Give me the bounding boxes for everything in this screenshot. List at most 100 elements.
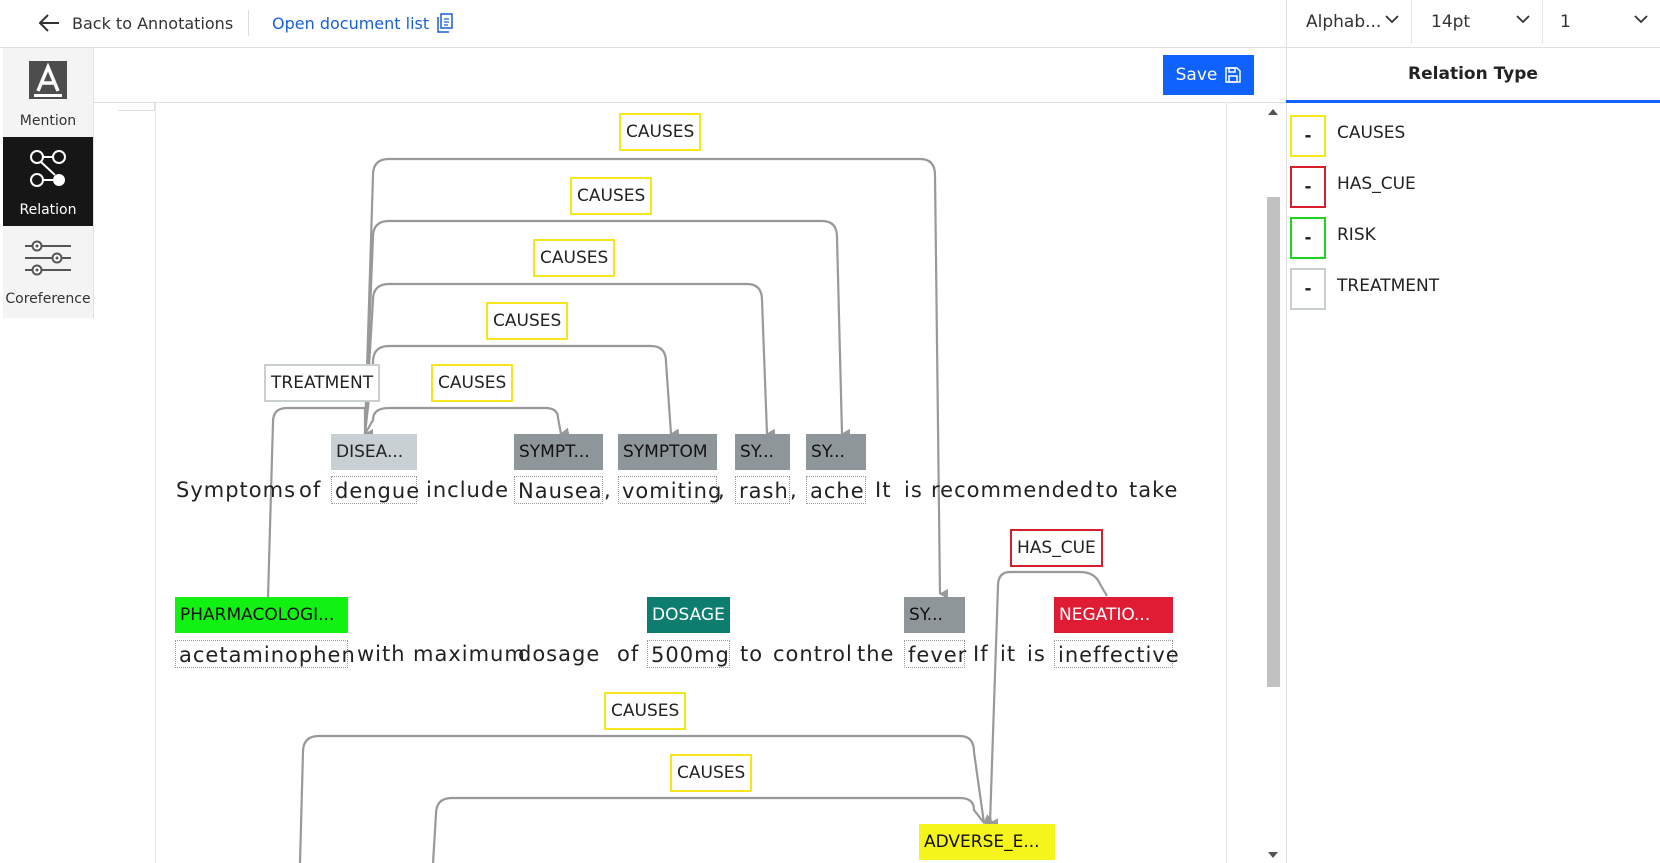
token[interactable]: of xyxy=(299,478,322,502)
relation-label-causes[interactable]: CAUSES xyxy=(431,364,514,402)
token[interactable]: is xyxy=(904,478,923,502)
view-controls xyxy=(1286,0,1660,48)
token[interactable]: It xyxy=(875,478,892,502)
relation-count-badge: - xyxy=(1290,115,1326,157)
token[interactable]: control xyxy=(773,642,853,666)
relation-arc xyxy=(364,406,570,438)
sliders-icon xyxy=(25,240,71,276)
relation-arc xyxy=(266,406,373,599)
token[interactable]: is xyxy=(1027,642,1046,666)
token[interactable]: it xyxy=(1000,642,1017,666)
panel-title: Relation Type xyxy=(1408,64,1538,84)
token[interactable]: include xyxy=(426,478,510,502)
tool-rail: Mention Relation Coreference xyxy=(3,48,94,318)
back-to-annotations-link[interactable]: Back to Annotations xyxy=(38,12,233,34)
entity-tag-dosage[interactable]: DOSAGE xyxy=(647,597,730,633)
token[interactable]: take xyxy=(1129,478,1179,502)
token: , xyxy=(604,478,612,502)
token[interactable]: the xyxy=(857,642,895,666)
token[interactable]: recommended xyxy=(931,478,1095,502)
token[interactable]: to xyxy=(740,642,764,666)
token[interactable]: dosage xyxy=(518,642,601,666)
token[interactable]: maximum xyxy=(413,642,526,666)
scrollbar-thumb[interactable] xyxy=(1267,197,1280,687)
relation-type-label: TREATMENT xyxy=(1337,276,1440,296)
tool-coreference[interactable]: Coreference xyxy=(3,226,93,315)
relation-label-causes[interactable]: CAUSES xyxy=(486,302,569,340)
page-select-value: 1 xyxy=(1560,12,1571,32)
scroll-down-icon[interactable] xyxy=(1268,851,1278,859)
entity-tag-negation[interactable]: NEGATIO... xyxy=(1054,597,1173,633)
entity-tag-symptom[interactable]: SY... xyxy=(806,434,866,470)
entity-tag-symptom[interactable]: SYMPTOM xyxy=(618,434,717,470)
relation-type-has-cue[interactable]: - HAS_CUE xyxy=(1290,162,1660,210)
relation-label-causes[interactable]: CAUSES xyxy=(570,177,653,215)
back-label: Back to Annotations xyxy=(72,13,234,33)
sort-select[interactable]: Alphab... xyxy=(1287,0,1412,44)
token[interactable]: If xyxy=(973,642,989,666)
entity-tag-pharmacologic[interactable]: PHARMACOLOGI... xyxy=(175,597,348,633)
entity-token[interactable]: ache xyxy=(806,476,866,504)
relation-type-causes[interactable]: - CAUSES xyxy=(1290,111,1660,159)
font-size-select[interactable]: 14pt xyxy=(1412,0,1543,44)
relation-label-causes[interactable]: CAUSES xyxy=(604,692,687,730)
relation-label-treatment[interactable]: TREATMENT xyxy=(264,364,381,402)
entity-tag-symptom[interactable]: SYMPT... xyxy=(514,434,603,470)
relation-label-has-cue[interactable]: HAS_CUE xyxy=(1010,529,1103,567)
relation-arc xyxy=(363,344,680,439)
scroll-up-icon[interactable] xyxy=(1268,108,1278,116)
relation-arc xyxy=(431,796,994,863)
entity-tag-symptom[interactable]: SY... xyxy=(904,597,965,633)
entity-token[interactable]: dengue xyxy=(331,476,419,504)
token[interactable]: with xyxy=(357,642,406,666)
chevron-down-icon xyxy=(1385,15,1399,24)
relation-arc xyxy=(988,570,1108,829)
tool-mention-label: Mention xyxy=(19,113,77,129)
relation-label-causes[interactable]: CAUSES xyxy=(670,754,753,792)
open-list-label: Open document list xyxy=(272,13,430,33)
divider xyxy=(248,10,249,36)
entity-tag-symptom[interactable]: SY... xyxy=(735,434,790,470)
entity-token[interactable]: Nausea xyxy=(514,476,603,504)
token: , xyxy=(718,478,726,502)
entity-token[interactable]: ineffective xyxy=(1054,640,1179,668)
relation-type-label: HAS_CUE xyxy=(1337,174,1416,194)
entity-token[interactable]: rash xyxy=(735,476,790,504)
arrow-left-icon xyxy=(38,14,59,32)
token[interactable]: to xyxy=(1096,478,1120,502)
relation-type-risk[interactable]: - RISK xyxy=(1290,213,1660,261)
mention-icon xyxy=(29,61,67,99)
token[interactable]: of xyxy=(617,642,640,666)
page-select[interactable]: 1 xyxy=(1543,0,1660,44)
entity-token[interactable]: acetaminophen xyxy=(175,640,355,668)
entity-token[interactable]: vomiting xyxy=(618,476,721,504)
top-bar xyxy=(0,0,1286,48)
save-button[interactable]: Save xyxy=(1163,55,1254,95)
document-border xyxy=(1226,102,1227,863)
gutter-marker xyxy=(118,102,155,111)
relation-label-causes[interactable]: CAUSES xyxy=(619,113,702,151)
token[interactable]: Symptoms xyxy=(176,478,297,502)
relation-icon xyxy=(30,150,66,187)
tool-coreference-label: Coreference xyxy=(5,291,91,307)
relation-label-causes[interactable]: CAUSES xyxy=(533,239,616,277)
relation-type-panel xyxy=(1286,48,1660,863)
entity-token[interactable]: fever xyxy=(904,640,966,668)
relation-type-label: RISK xyxy=(1337,225,1376,245)
entity-tag-adverse-event[interactable]: ADVERSE_E... xyxy=(919,824,1055,860)
open-document-list-link[interactable]: Open document list xyxy=(272,12,453,34)
relation-arc xyxy=(363,219,851,439)
editor-toolbar xyxy=(93,48,1286,103)
relation-arc xyxy=(298,734,993,863)
relation-type-treatment[interactable]: - TREATMENT xyxy=(1290,264,1660,312)
relation-arc xyxy=(363,282,776,439)
entity-token[interactable]: 500mg xyxy=(647,640,730,668)
tool-relation[interactable]: Relation xyxy=(3,137,93,226)
document-list-icon xyxy=(437,13,453,33)
entity-tag-disease[interactable]: DISEA... xyxy=(331,434,417,470)
tool-mention[interactable]: Mention xyxy=(3,48,93,137)
line-gutter xyxy=(93,102,156,863)
sort-select-value: Alphab... xyxy=(1306,12,1382,32)
save-label: Save xyxy=(1175,65,1218,85)
